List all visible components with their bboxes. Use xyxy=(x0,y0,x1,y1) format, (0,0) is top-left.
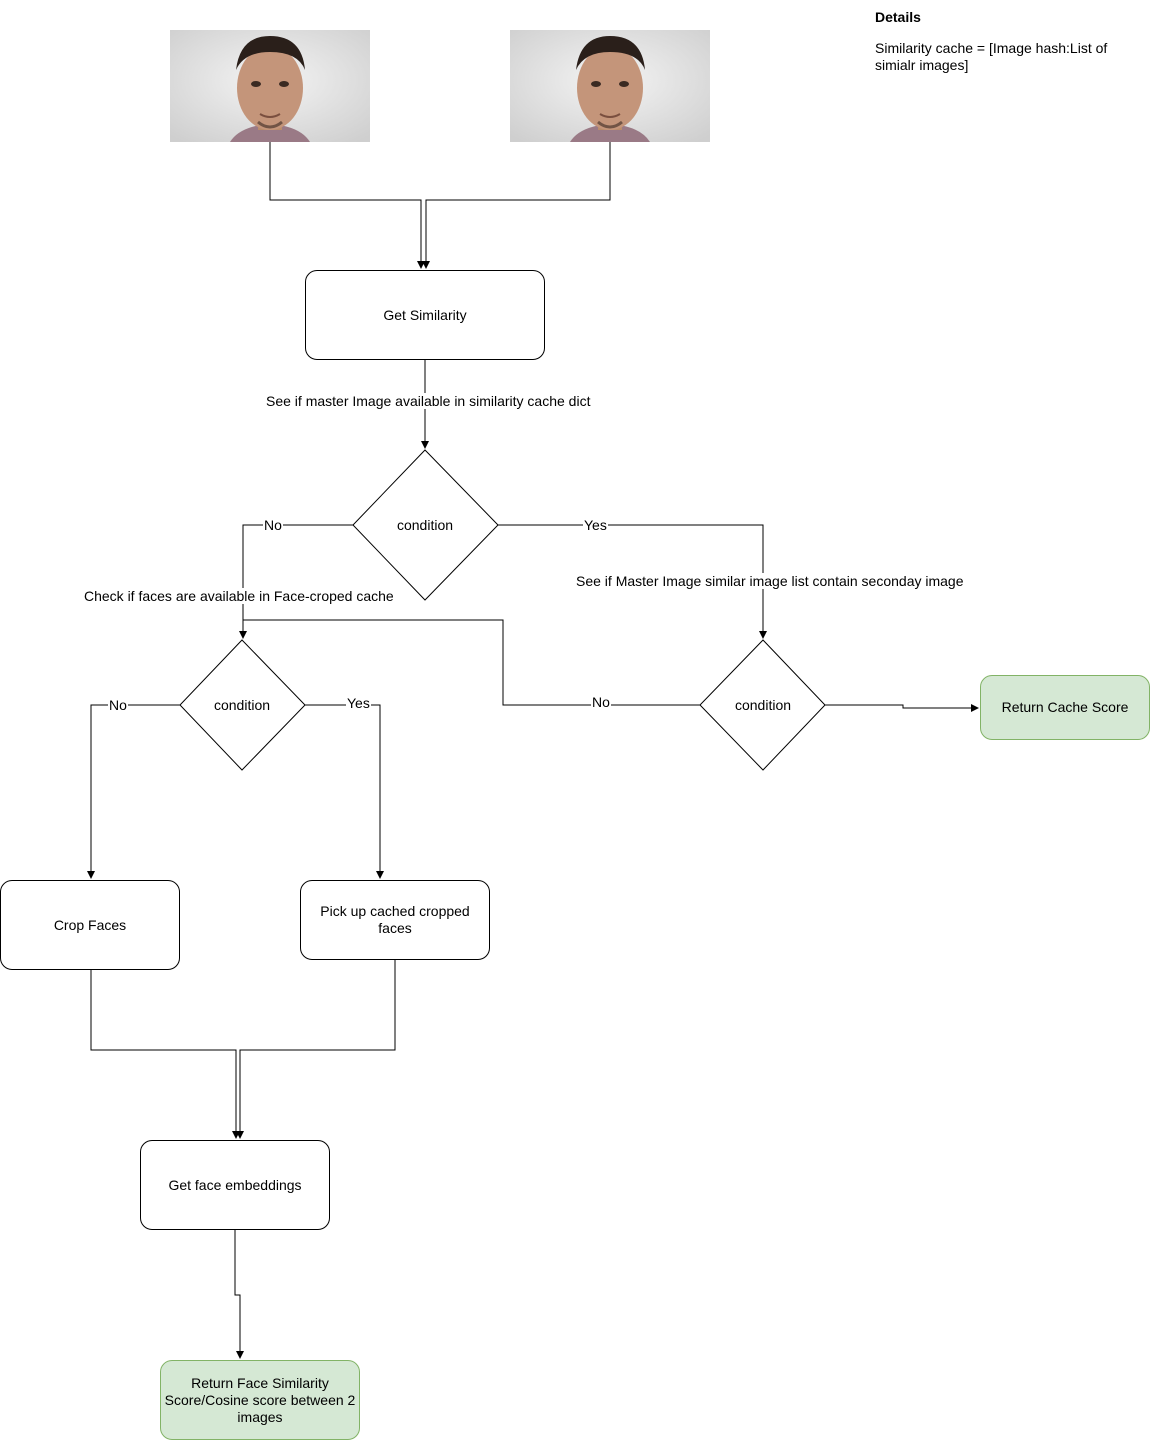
return-face-similarity-label: Return Face Similarity Score/Cosine scor… xyxy=(164,1374,356,1425)
return-cache-score-label: Return Cache Score xyxy=(1001,699,1129,715)
input-image-1 xyxy=(170,30,370,142)
condition2-no-label: No xyxy=(108,697,128,713)
edge-pick-to-embeddings xyxy=(236,960,396,1139)
edge-image1-to-get-similarity xyxy=(269,142,425,269)
similar-list-label: See if Master Image similar image list c… xyxy=(576,573,964,589)
condition3-no-label: No xyxy=(591,694,611,710)
condition2-label: condition xyxy=(213,697,271,713)
get-similarity-node[interactable]: Get Similarity xyxy=(305,270,545,360)
crop-faces-label: Crop Faces xyxy=(53,916,127,933)
edge-crop-to-embeddings xyxy=(90,970,240,1139)
get-similarity-label: Get Similarity xyxy=(383,306,467,323)
edge-condition2-no xyxy=(87,704,180,879)
faces-in-cache-label: Check if faces are available in Face-cro… xyxy=(84,588,394,604)
condition3-diamond xyxy=(699,639,826,771)
details-title: Details xyxy=(875,9,921,25)
pick-cached-faces-label: Pick up cached cropped faces xyxy=(320,903,470,936)
face-photo-icon xyxy=(510,30,710,142)
crop-faces-node[interactable]: Crop Faces xyxy=(0,880,180,970)
input-image-2 xyxy=(510,30,710,142)
face-photo-icon xyxy=(170,30,370,142)
master-in-cache-label: See if master Image available in similar… xyxy=(266,393,591,409)
condition3-label: condition xyxy=(734,697,792,713)
edge-condition3-no xyxy=(242,619,700,706)
condition1-diamond xyxy=(352,449,499,601)
edge-condition1-no xyxy=(239,524,353,639)
condition1-no-label: No xyxy=(263,517,283,533)
get-face-embeddings-label: Get face embeddings xyxy=(168,1176,302,1193)
get-face-embeddings-node[interactable]: Get face embeddings xyxy=(140,1140,330,1230)
condition1-yes-label: Yes xyxy=(583,517,608,533)
edge-condition3-yes xyxy=(825,704,979,712)
condition1-label: condition xyxy=(396,517,454,533)
edge-embeddings-to-return xyxy=(234,1230,244,1359)
return-cache-score-node[interactable]: Return Cache Score xyxy=(980,675,1150,740)
return-face-similarity-node[interactable]: Return Face Similarity Score/Cosine scor… xyxy=(160,1360,360,1440)
condition2-yes-label: Yes xyxy=(346,695,371,711)
pick-cached-faces-node[interactable]: Pick up cached cropped faces xyxy=(300,880,490,960)
condition2-diamond xyxy=(179,639,306,771)
edge-image2-to-get-similarity xyxy=(422,142,611,269)
details-text: Similarity cache = [Image hash:List of s… xyxy=(875,40,1108,73)
edge-condition2-yes xyxy=(305,704,384,879)
